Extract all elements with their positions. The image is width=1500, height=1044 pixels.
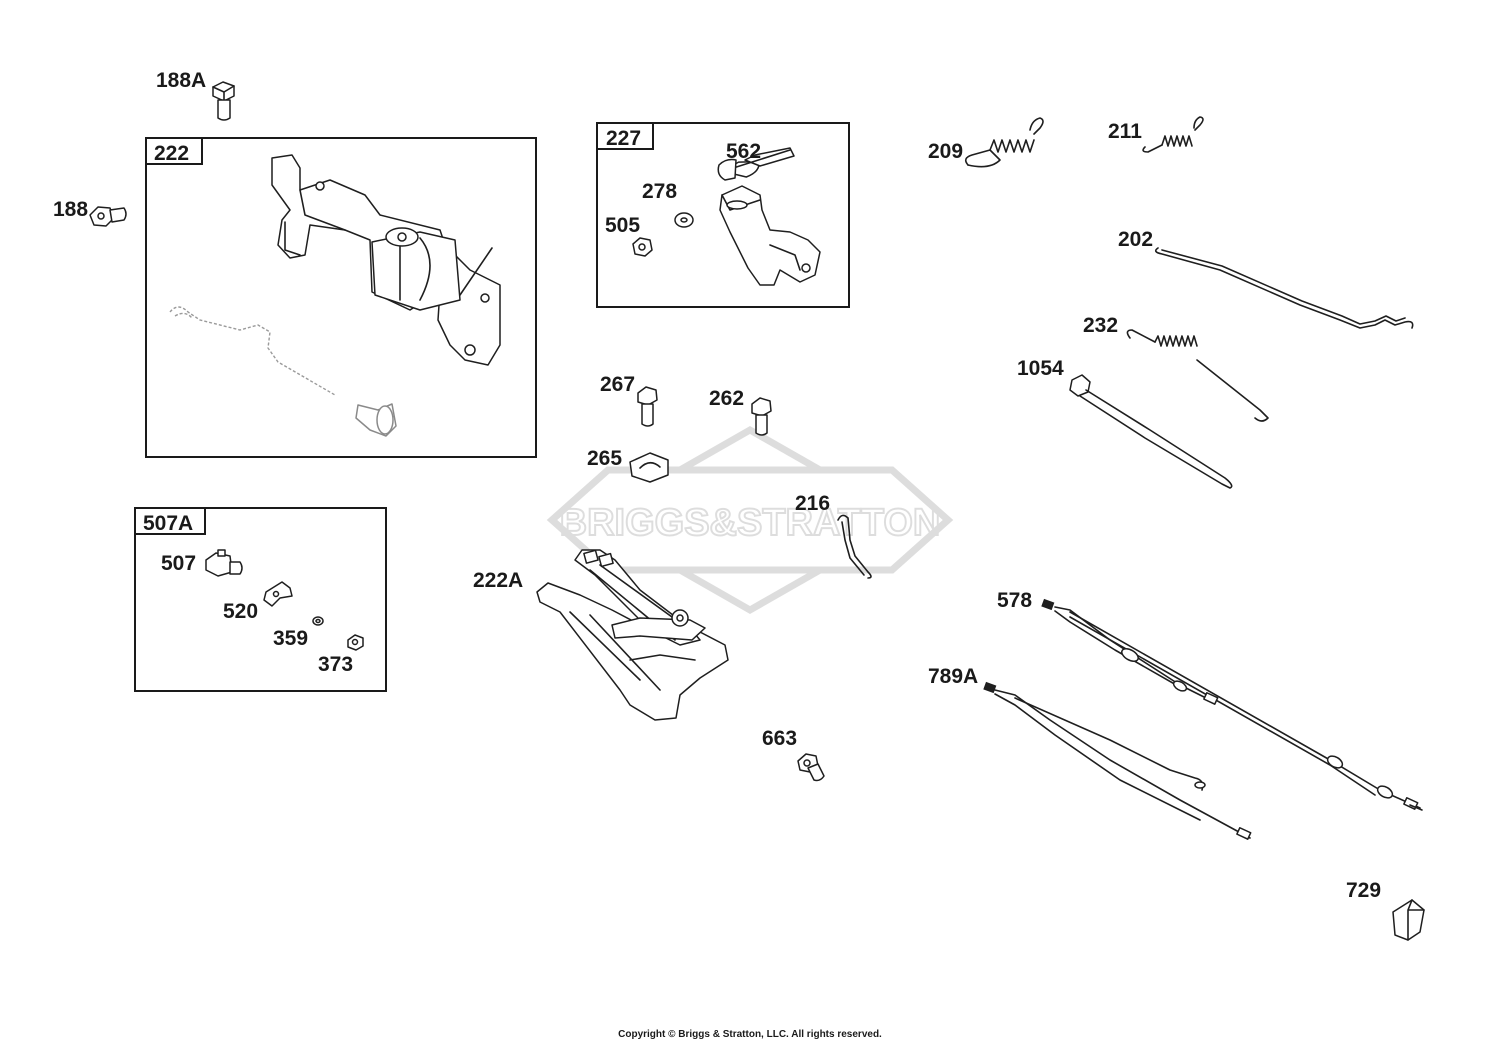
box-507A: 507A: [134, 507, 387, 692]
label-211: 211: [1108, 120, 1142, 143]
label-188: 188: [53, 198, 88, 221]
label-562: 562: [726, 140, 761, 163]
label-729: 729: [1346, 879, 1381, 902]
cable-tie-1054-drawing: [1069, 374, 1233, 489]
bolt-188A-drawing: [212, 81, 235, 121]
bolt-663-drawing: [797, 753, 825, 782]
spring-209-drawing: [964, 117, 1044, 168]
label-359: 359: [273, 627, 308, 650]
governor-bracket-drawing: [169, 154, 501, 437]
box-222-label: 222: [154, 142, 189, 165]
clip-265-drawing: [629, 452, 669, 483]
label-232: 232: [1083, 314, 1118, 337]
label-373: 373: [318, 653, 353, 676]
label-1054: 1054: [1017, 357, 1064, 380]
spring-232-drawing: [1126, 329, 1269, 422]
plate-520-drawing: [263, 581, 293, 607]
box-222: 222: [145, 137, 537, 458]
switch-507-drawing: [205, 549, 243, 577]
harness-578-drawing: [1041, 598, 1423, 811]
label-216: 216: [795, 492, 830, 515]
harness-789A-drawing: [983, 681, 1252, 840]
label-789A: 789A: [928, 665, 978, 688]
label-505: 505: [605, 214, 640, 237]
label-663: 663: [762, 727, 797, 750]
label-188A: 188A: [156, 69, 206, 92]
label-265: 265: [587, 447, 622, 470]
label-222A: 222A: [473, 569, 523, 592]
bracket-227-drawing: [632, 147, 821, 286]
watermark-text: BRIGGS&STRATTON: [560, 502, 941, 544]
nut-373-drawing: [347, 634, 364, 651]
label-578: 578: [997, 589, 1032, 612]
label-202: 202: [1118, 228, 1153, 251]
cap-729-drawing: [1392, 899, 1425, 941]
link-216-drawing: [837, 514, 872, 579]
label-278: 278: [642, 180, 677, 203]
copyright-notice: Copyright © Briggs & Stratton, LLC. All …: [618, 1029, 882, 1040]
box-227-label: 227: [606, 127, 641, 150]
bolt-262-drawing: [751, 397, 772, 436]
rod-202-drawing: [1154, 247, 1414, 329]
bolt-188-drawing: [89, 206, 127, 227]
label-267: 267: [600, 373, 635, 396]
control-plate-222A-drawing: [536, 549, 729, 721]
washer-359-drawing: [312, 616, 324, 626]
spring-211-drawing: [1142, 116, 1204, 153]
label-209: 209: [928, 140, 963, 163]
label-520: 520: [223, 600, 258, 623]
box-507A-label: 507A: [143, 512, 193, 535]
label-507: 507: [161, 552, 196, 575]
bolt-267-drawing: [637, 386, 658, 427]
box-227: 227: [596, 122, 850, 308]
label-262: 262: [709, 387, 744, 410]
